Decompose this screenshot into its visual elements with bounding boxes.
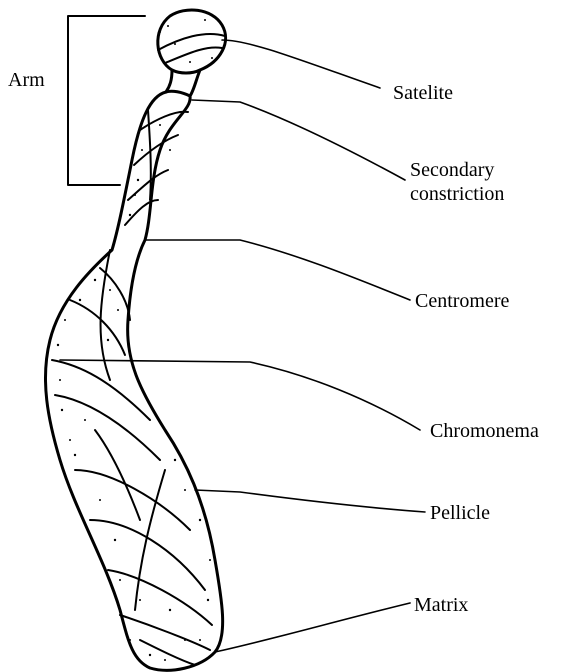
label-arm: Arm xyxy=(8,69,45,91)
label-matrix: Matrix xyxy=(414,594,468,616)
label-chromonema: Chromonema xyxy=(430,420,539,442)
labels: Arm Satelite Secondary constriction Cent… xyxy=(8,69,539,616)
label-secondary-constriction-1: Secondary xyxy=(410,159,494,181)
label-pellicle: Pellicle xyxy=(430,502,490,524)
satellite-body xyxy=(158,10,226,73)
leader-centromere xyxy=(145,240,410,300)
label-centromere: Centromere xyxy=(415,290,510,312)
leader-chromonema xyxy=(60,360,420,430)
chromosome-outline xyxy=(45,91,222,670)
label-satelite: Satelite xyxy=(393,82,453,104)
leader-secondary-constriction xyxy=(192,100,405,180)
leader-lines xyxy=(60,40,425,652)
leader-satelite xyxy=(222,40,380,88)
leader-pellicle xyxy=(195,490,425,512)
leader-matrix xyxy=(215,603,410,652)
label-secondary-constriction-2: constriction xyxy=(410,183,504,205)
chromosome xyxy=(45,10,225,670)
stipple xyxy=(57,19,213,661)
